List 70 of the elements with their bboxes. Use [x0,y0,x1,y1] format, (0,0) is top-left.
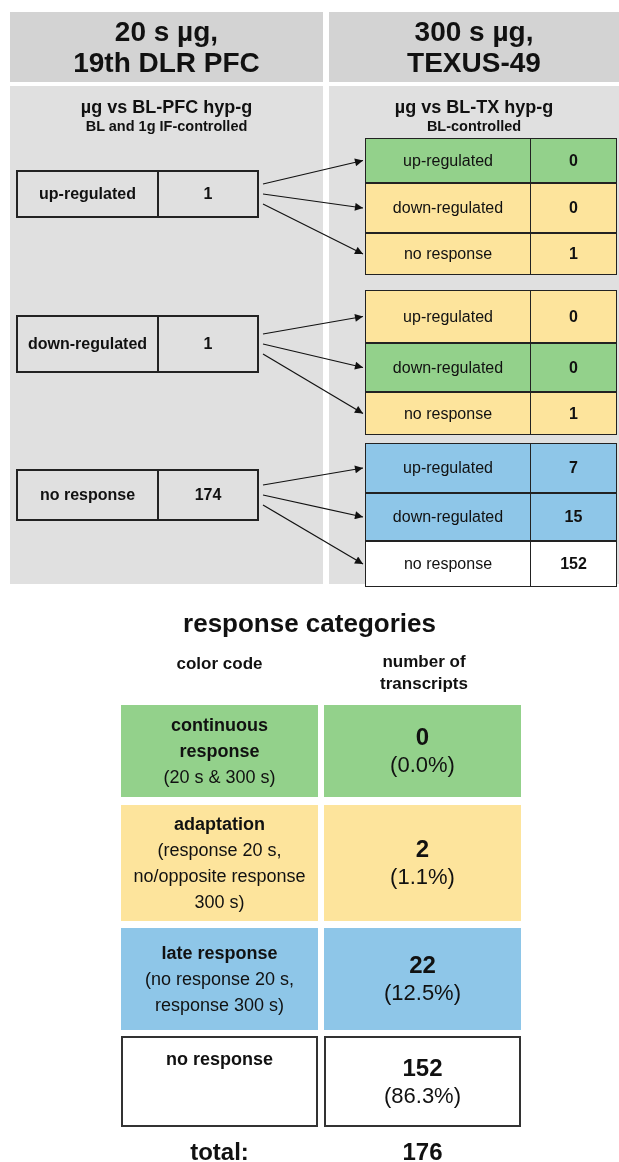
category-label: down-regulated [392,198,504,218]
category-description: no response [165,1048,274,1071]
table-row [365,541,617,587]
count-value: 0 [569,150,578,171]
count-value: 0 [415,723,430,751]
count-value: 152 [402,1053,443,1082]
arrow [262,193,364,211]
arrow [262,313,364,335]
total-value: 176 [401,1137,444,1162]
count-value: 1 [203,184,213,204]
category-label: up-regulated [403,150,493,171]
comparison-title: µg vs BL-PFC hyp-g [80,96,253,118]
category-label: down-regulated [27,334,148,354]
arrow [262,158,364,185]
arrow [262,203,364,255]
arrow [262,504,364,565]
arrow [262,465,364,486]
result-box [16,315,259,373]
count-value: 1 [203,334,213,354]
column-panel [10,12,323,584]
arrow [262,494,364,520]
column-heading: number of transcripts [379,651,469,695]
arrow [262,343,364,370]
result-box [16,170,259,218]
count-value: 152 [560,554,587,574]
category-description: late response (no response 20 s, response 300 s) [143,942,296,1017]
category-description: adaptation (response 20 s, no/opposite response 300 s) [132,813,307,914]
column-heading: color code [175,653,264,675]
category-description: continuous response (20 s & 300 s) [162,714,277,789]
count-value: 0 [569,357,578,378]
category-label: no response [403,403,493,424]
category-label: up-regulated [403,306,493,327]
category-label: down-regulated [392,507,504,527]
category-label: up-regulated [39,184,136,204]
category-label: no response [39,485,136,505]
category-label: no response [403,244,493,264]
table-row [365,138,617,183]
category-label: up-regulated [403,458,493,478]
table-row [365,233,617,275]
section-title: response categories [182,607,437,640]
count-value: 1 [569,403,578,424]
result-box [16,469,259,521]
arrow [262,353,364,415]
category-label: no response [403,554,493,574]
count-value: 15 [564,507,583,527]
table-row [365,443,617,493]
count-value: 0 [569,198,578,218]
control-note: BL-controlled [426,118,522,135]
comparison-title: µg vs BL-TX hyp-g [394,96,554,118]
count-value: 22 [409,951,436,979]
count-value: 7 [569,458,578,478]
count-value: 174 [194,485,222,505]
count-value: 1 [569,244,578,264]
percentage: (86.3%) [383,1081,461,1110]
column-heading: 300 s µg, TEXUS-49 [406,16,542,78]
table-row [365,183,617,233]
table-row [365,290,617,343]
percentage: (1.1%) [390,863,455,891]
count-value: 2 [415,835,430,863]
percentage: (12.5%) [383,979,461,1007]
table-row [365,392,617,435]
control-note: BL and 1g IF-controlled [85,118,248,135]
count-value: 0 [569,306,578,327]
percentage: (0.0%) [390,751,455,779]
table-row [365,343,617,392]
column-heading: 20 s µg, 19th DLR PFC [72,16,261,78]
category-label: down-regulated [392,357,504,378]
column-panel [329,12,619,584]
table-row [365,493,617,541]
total-label: total: [189,1137,250,1162]
